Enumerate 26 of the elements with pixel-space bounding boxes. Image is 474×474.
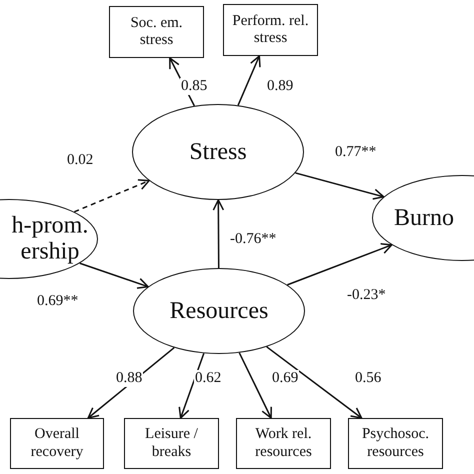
indicator-box [236, 418, 331, 469]
arrow [212, 199, 224, 268]
path-coefficient: 0.88 [115, 370, 144, 387]
indicator-label: Soc. em. stress [129, 14, 184, 50]
indicator-label: Work rel. resources [254, 426, 313, 461]
indicator-box [348, 418, 443, 469]
indicator-box [223, 4, 318, 56]
indicator-box [109, 6, 204, 58]
indicator-label: Overall recovery [30, 426, 84, 461]
arrow [74, 179, 150, 213]
arrow [295, 172, 384, 200]
arrow [237, 55, 261, 106]
indicator-box [124, 418, 219, 469]
construct-label: Burno [393, 204, 455, 232]
path-coefficient: 0.85 [180, 78, 208, 95]
arrow [238, 352, 272, 419]
indicator-label: Perform. rel. stress [231, 12, 310, 48]
construct-label: h-prom. ership [10, 212, 90, 266]
arrow [80, 262, 149, 289]
indicator-label: Psychosoc. resources [360, 426, 430, 461]
arrow [287, 243, 392, 286]
indicator-box [10, 418, 104, 469]
construct-label: Resources [170, 298, 268, 324]
indicator-label: Leisure / breaks [144, 426, 199, 461]
construct-label: Stress [189, 138, 247, 166]
arrow [266, 346, 362, 419]
